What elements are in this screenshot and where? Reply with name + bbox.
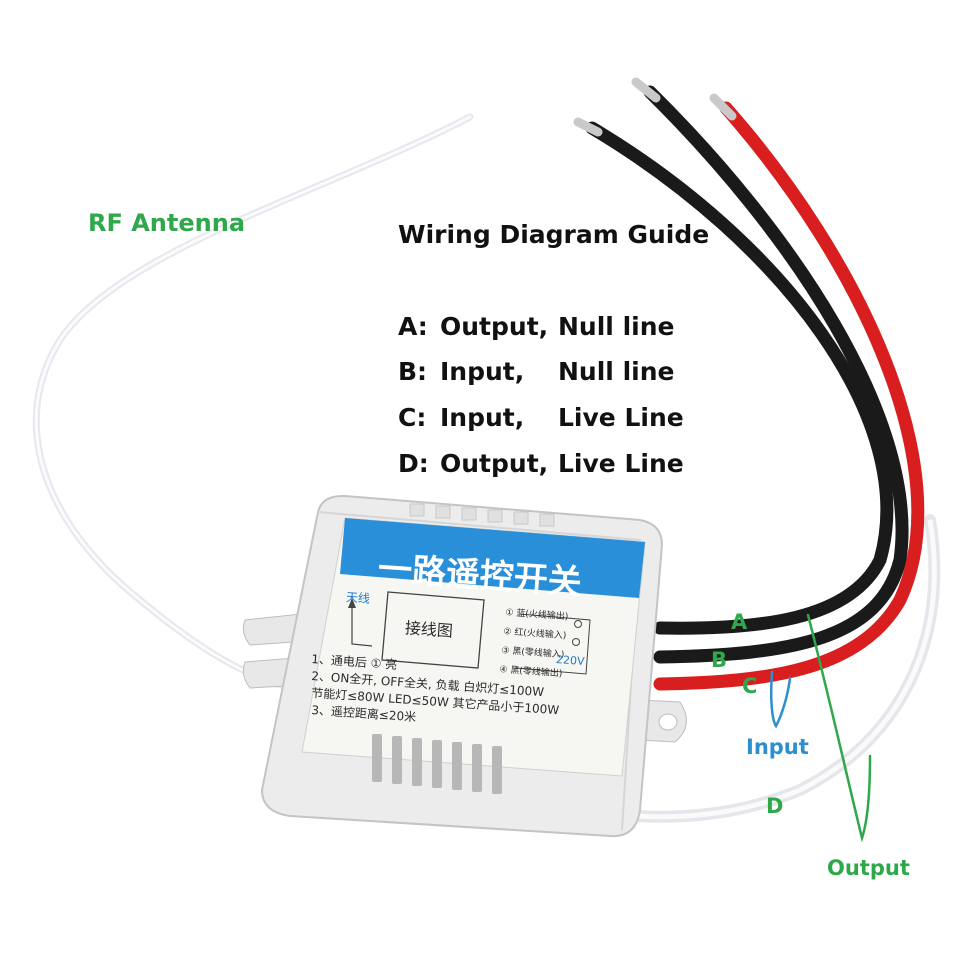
wire-line: Null line [558, 312, 675, 341]
diagram-title: Wiring Diagram Guide [398, 220, 710, 249]
input-label: Input [746, 735, 809, 759]
wire-io: Output, [440, 449, 549, 478]
device-wiring-diagram-text: 接线图 [404, 618, 454, 641]
device-title-banner [340, 518, 645, 598]
black-wire-b [643, 85, 909, 664]
wire-io: Output, [440, 312, 549, 341]
wire-key: B: [398, 357, 428, 386]
antenna-label: RF Antenna [88, 209, 246, 237]
device-antenna-text: 天线 [345, 590, 371, 606]
voltage-text: 220V [555, 653, 585, 668]
input-bracket [769, 670, 792, 729]
wire-line: Null line [558, 357, 675, 386]
black-wire-a [585, 121, 894, 635]
wiring-row-a: A: Output, Null line [398, 312, 674, 341]
output-bracket [806, 613, 872, 843]
output-label: Output [827, 856, 910, 880]
wire-tag-a: A [731, 610, 748, 634]
wire-key: D: [398, 449, 429, 478]
wire-line: Live Line [558, 403, 684, 432]
wiring-row-b: B: Input, Null line [398, 357, 674, 386]
red-wire-c [653, 101, 925, 691]
ventilation-slots [372, 734, 502, 794]
wiring-row-d: D: Output, Live Line [398, 449, 684, 478]
wiring-row-c: C: Input, Live Line [398, 403, 684, 432]
wire-tag-c: C [742, 674, 758, 698]
wire-tag-d: D [766, 794, 784, 818]
wire-key: C: [398, 403, 427, 432]
wire-io: Input, [440, 403, 525, 432]
wire-io: Input, [440, 357, 525, 386]
wire-line: Live Line [558, 449, 684, 478]
wire-key: A: [398, 312, 428, 341]
wire-tag-b: B [711, 648, 728, 672]
